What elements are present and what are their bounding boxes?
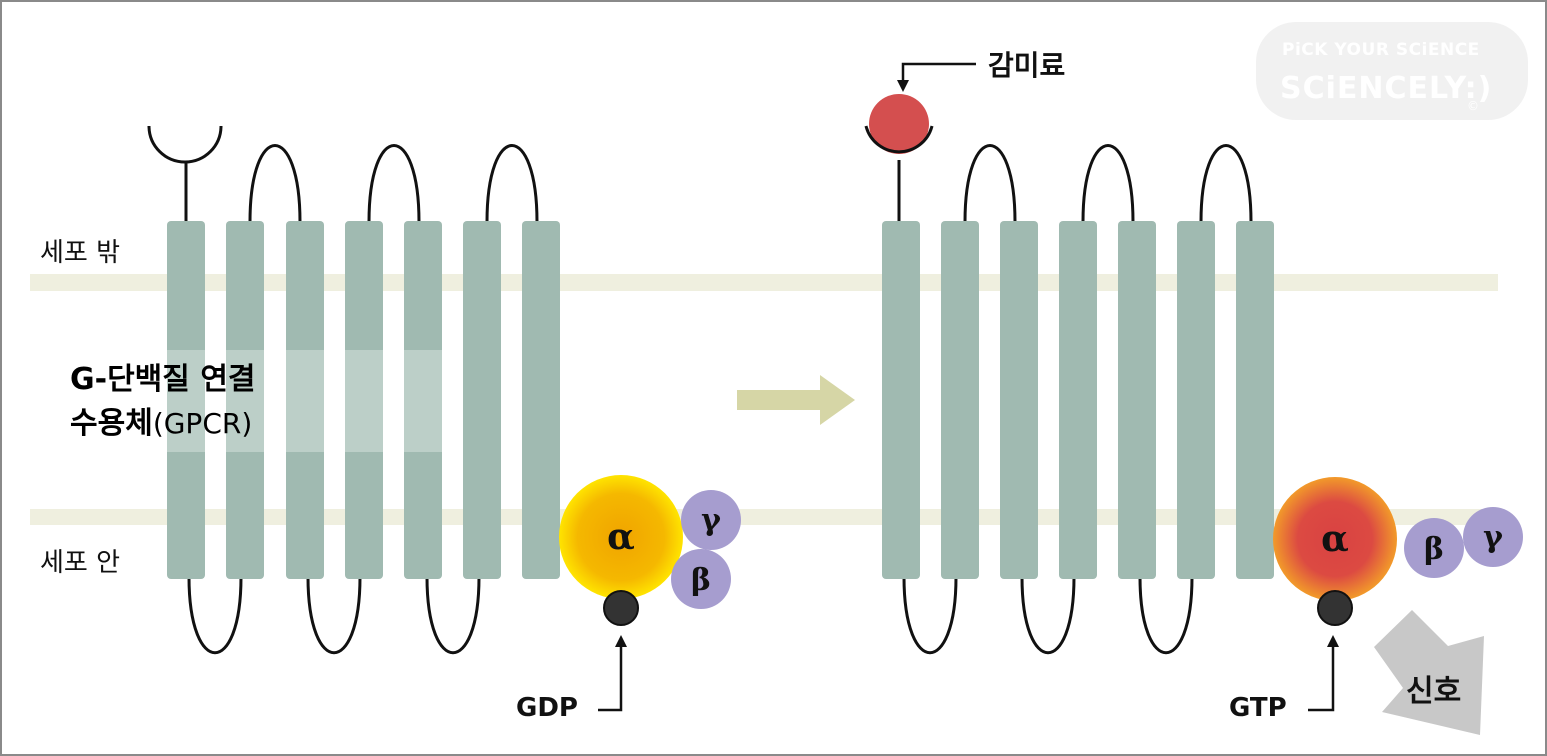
transmembrane-helix — [345, 221, 383, 579]
extracellular-loop — [367, 144, 421, 223]
transmembrane-helix — [404, 221, 442, 579]
transmembrane-helix — [1177, 221, 1215, 579]
transmembrane-helix — [286, 221, 324, 579]
g-protein-active: α β γ — [1273, 477, 1523, 712]
transmembrane-helix — [463, 221, 501, 579]
signal-label: 신호 — [1406, 674, 1462, 709]
ligand-label: 감미료 — [988, 49, 1066, 82]
intracellular-loop — [1020, 576, 1076, 655]
gpcr-title-line2: 수용체(GPCR) — [70, 402, 256, 450]
watermark-copyright: © — [1467, 99, 1479, 113]
sciencely-watermark: PiCK YOUR SCiENCE SCiENCELY:) © — [1256, 22, 1528, 120]
beta-subunit — [671, 549, 731, 609]
transmembrane-helix — [1236, 221, 1274, 579]
transmembrane-helix — [1000, 221, 1038, 579]
transmembrane-helix — [167, 221, 205, 579]
extracellular-loop — [248, 144, 302, 223]
intracellular-label: 세포 안 — [40, 548, 121, 578]
gamma-symbol: γ — [701, 503, 721, 538]
gamma-subunit — [1463, 507, 1523, 567]
gtp-pointer-line — [1308, 645, 1335, 712]
gdp-label: GDP — [516, 693, 578, 723]
gdp-molecule — [603, 590, 639, 626]
beta-symbol: β — [1424, 532, 1444, 567]
transmembrane-helix — [226, 221, 264, 579]
gtp-label: GTP — [1229, 693, 1287, 723]
extracellular-loop — [963, 144, 1017, 223]
transmembrane-helix — [1059, 221, 1097, 579]
extracellular-loop — [485, 144, 539, 223]
extracellular-label: 세포 밖 — [40, 238, 121, 268]
gpcr-title: G-단백질 연결 수용체(GPCR) — [70, 358, 256, 450]
extracellular-loop — [1199, 144, 1253, 223]
ligand-pointer-arrowhead — [897, 80, 909, 92]
alpha-symbol: α — [607, 516, 635, 558]
gamma-symbol: γ — [1483, 520, 1503, 555]
intracellular-loop — [902, 576, 958, 655]
gpcr-title-abbrev: (GPCR) — [152, 407, 253, 440]
intracellular-loop — [306, 576, 362, 655]
transmembrane-helix — [1118, 221, 1156, 579]
gpcr-title-line1: G-단백질 연결 — [70, 362, 256, 397]
extracellular-loop — [1081, 144, 1135, 223]
beta-symbol: β — [691, 563, 711, 598]
gdp-pointer-arrowhead — [615, 635, 627, 647]
gdp-pointer-line — [598, 645, 623, 712]
intracellular-loop — [1138, 576, 1194, 655]
watermark-brand: SCiENCELY:) — [1280, 71, 1492, 106]
label-highlight-band — [165, 350, 443, 452]
gpcr-title-korean: 수용체 — [70, 406, 153, 441]
gtp-pointer-arrowhead — [1327, 635, 1339, 647]
receptor-inactive — [147, 125, 560, 655]
binding-site-occupied — [864, 125, 934, 154]
transmembrane-helix — [522, 221, 560, 579]
transmembrane-helix — [882, 221, 920, 579]
g-protein-inactive: α γ β — [559, 475, 741, 712]
gtp-molecule — [1317, 590, 1353, 626]
transmembrane-helix — [941, 221, 979, 579]
intracellular-loop — [187, 576, 243, 655]
alpha-subunit-active — [1273, 477, 1397, 601]
watermark-tagline: PiCK YOUR SCiENCE — [1282, 40, 1480, 60]
transition-arrow — [737, 375, 855, 425]
receptor-active — [864, 62, 1274, 655]
gamma-subunit — [681, 490, 741, 550]
ligand-molecule — [869, 94, 929, 154]
alpha-subunit-inactive — [559, 475, 683, 599]
watermark-badge — [1256, 22, 1528, 120]
alpha-symbol: α — [1321, 518, 1349, 560]
beta-subunit — [1404, 518, 1464, 578]
binding-site-empty — [147, 125, 223, 164]
intracellular-loop — [425, 576, 481, 655]
signal-arrow — [1374, 610, 1484, 735]
ligand-pointer-line — [901, 62, 976, 82]
